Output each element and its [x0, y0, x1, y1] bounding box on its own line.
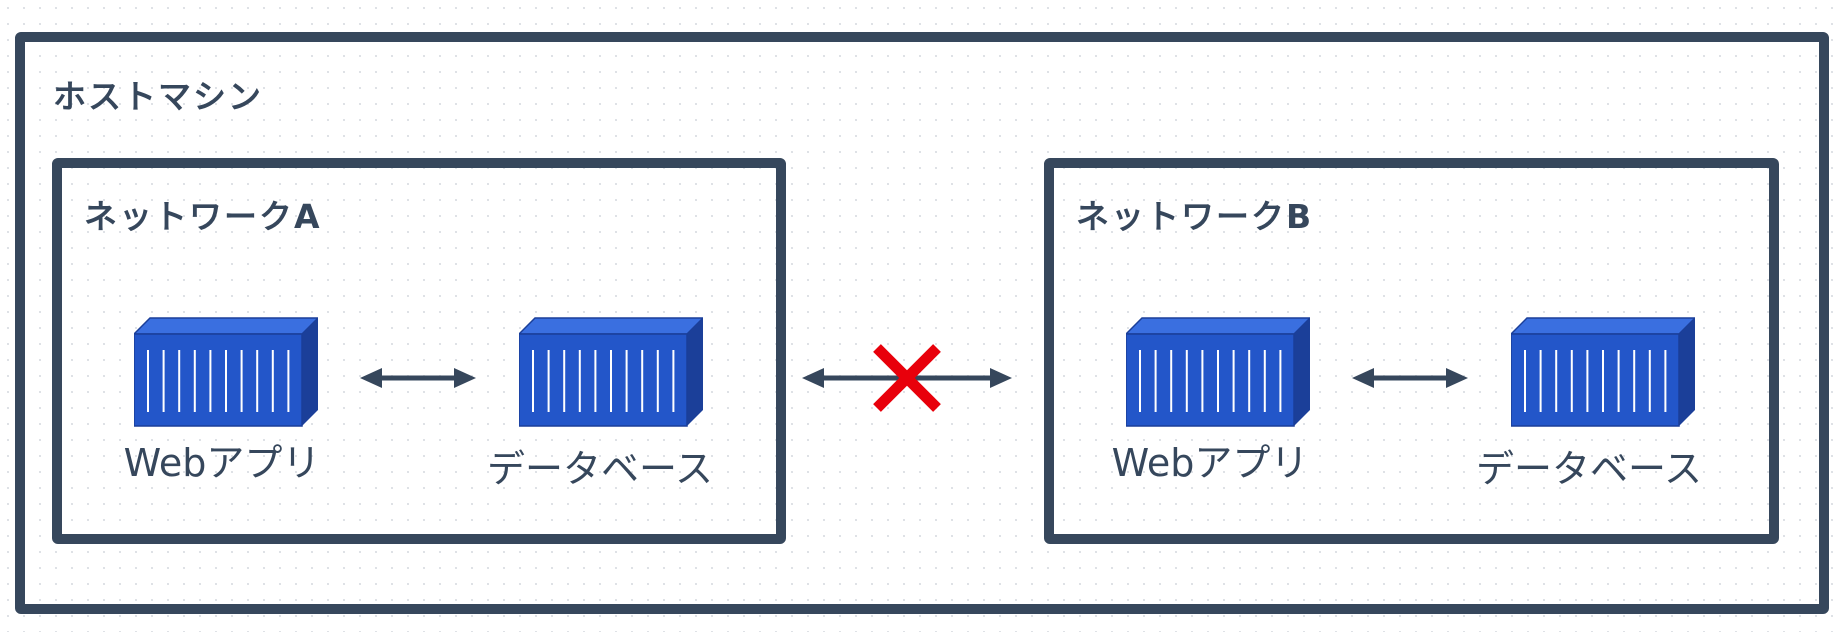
- network-b-title: ネットワークB: [1076, 197, 1314, 236]
- node-label-database-b: データベース: [1475, 447, 1703, 491]
- connection-arrow-b: [1352, 364, 1468, 392]
- blocked-cross-icon: [871, 342, 943, 414]
- node-label-web-app-b: Webアプリ: [1111, 441, 1309, 485]
- network-a-title: ネットワークA: [84, 197, 322, 236]
- host-machine-title: ホストマシン: [53, 77, 263, 116]
- container-icon: [519, 316, 703, 428]
- network-a-box: ネットワークA: [52, 158, 786, 544]
- node-label-web-app-a: Webアプリ: [123, 441, 321, 485]
- connection-arrow-a: [360, 364, 476, 392]
- container-icon: [134, 316, 318, 428]
- container-icon: [1126, 316, 1310, 428]
- container-icon: [1511, 316, 1695, 428]
- host-machine-box: ホストマシン: [15, 32, 1829, 614]
- node-label-database-a: データベース: [486, 447, 714, 491]
- network-b-box: ネットワークB: [1044, 158, 1779, 544]
